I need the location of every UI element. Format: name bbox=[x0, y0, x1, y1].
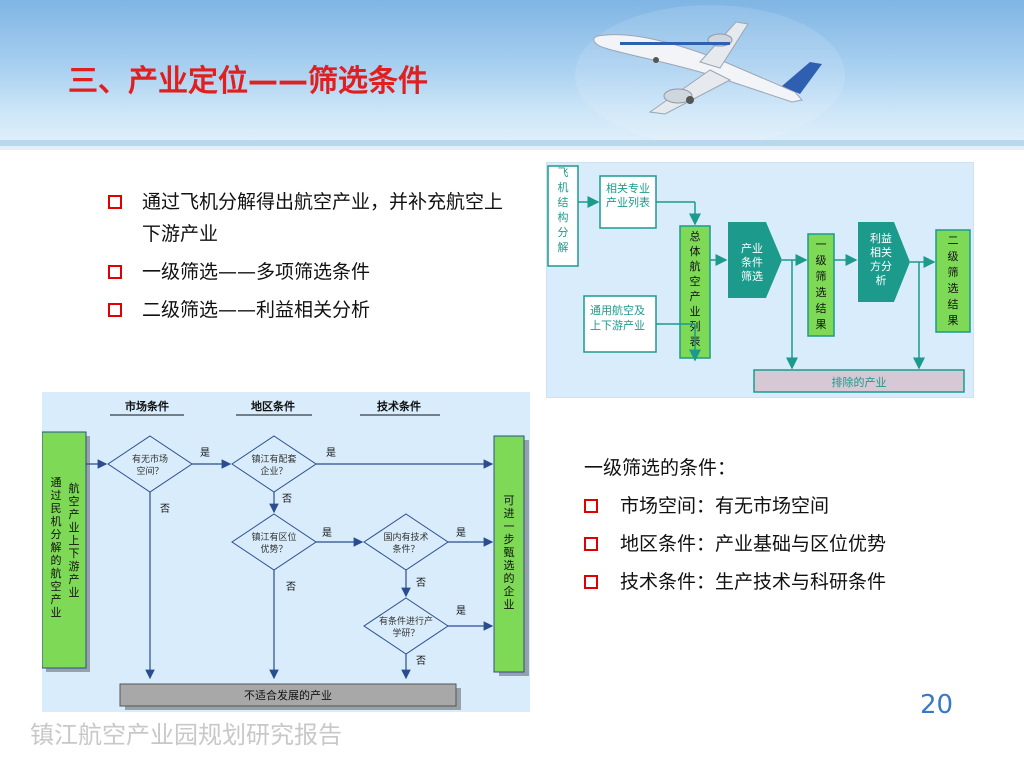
airplane-image bbox=[575, 5, 845, 140]
page-number: 20 bbox=[920, 690, 954, 720]
list-item: 通过飞机分解得出航空产业，并补充航空上下游产业 bbox=[108, 186, 518, 250]
market-condition-header: 市场条件 bbox=[125, 399, 169, 413]
technical-condition-header: 技术条件 bbox=[377, 399, 421, 413]
yes-label: 是 bbox=[456, 605, 466, 617]
aircraft-breakdown-box bbox=[547, 165, 579, 267]
location-advantage-label: 镇江有区位优势？ bbox=[251, 531, 296, 555]
yes-label: 是 bbox=[456, 527, 466, 539]
bullet-box-icon bbox=[584, 575, 598, 589]
condition-filter-label: 产业条件筛选 bbox=[741, 241, 763, 283]
general-aviation-box bbox=[583, 295, 657, 353]
list-item: 技术条件：生产技术与科研条件 bbox=[584, 566, 1004, 598]
unsuitable-industry-box bbox=[119, 683, 457, 707]
level1-result-box bbox=[807, 233, 835, 337]
unsuitable-industry-label: 不适合发展的产业 bbox=[244, 688, 332, 702]
aircraft-breakdown-label: 飞机结构分解 bbox=[558, 166, 569, 254]
bullet-box-icon bbox=[584, 537, 598, 551]
bullet-box-icon bbox=[108, 265, 122, 279]
screening-conditions: 一级筛选的条件： 市场空间：有无市场空间 地区条件：产业基础与区位优势 技术条件… bbox=[584, 452, 1004, 604]
start-industry-box bbox=[42, 431, 87, 669]
yes-label: 是 bbox=[326, 447, 336, 459]
no-label: 否 bbox=[416, 577, 426, 589]
level2-result-label: 二级筛选结果 bbox=[948, 234, 959, 327]
yes-label: 是 bbox=[200, 447, 210, 459]
condition-filter-shape bbox=[728, 222, 782, 298]
header-banner: 三、产业定位——筛选条件 bbox=[0, 0, 1024, 150]
level1-result-label: 一级筛选结果 bbox=[816, 238, 827, 331]
intro-bullet-list: 通过飞机分解得出航空产业，并补充航空上下游产业 一级筛选——多项筛选条件 二级筛… bbox=[108, 186, 518, 332]
stakeholder-analysis-label: 利益相关方分析 bbox=[870, 231, 892, 287]
stakeholder-analysis-shape bbox=[858, 222, 910, 302]
supporting-enterprise-label: 镇江有配套企业？ bbox=[251, 453, 296, 477]
regional-condition-header: 地区条件 bbox=[251, 399, 295, 413]
bullet-box-icon bbox=[108, 303, 122, 317]
page-title: 三、产业定位——筛选条件 bbox=[68, 64, 428, 99]
list-item: 市场空间：有无市场空间 bbox=[584, 490, 1004, 522]
no-label: 否 bbox=[416, 655, 426, 667]
domestic-technology-label: 国内有技术条件？ bbox=[383, 531, 428, 555]
list-item: 一级筛选——多项筛选条件 bbox=[108, 256, 518, 288]
market-space-label: 有无市场空间？ bbox=[132, 453, 168, 477]
screening-process-diagram: 飞机结构分解 相关专业产业列表 通用航空及上下游产业 总体航空产业列表 产业条件… bbox=[546, 162, 974, 398]
level2-result-box bbox=[935, 229, 971, 333]
no-label: 否 bbox=[286, 581, 296, 593]
related-list-box bbox=[599, 175, 657, 229]
no-label: 否 bbox=[282, 493, 292, 505]
research-cooperation-label: 有条件进行产学研？ bbox=[379, 615, 433, 639]
end-enterprise-label: 可进一步甄选的企业 bbox=[504, 494, 515, 611]
yes-label: 是 bbox=[322, 527, 332, 539]
related-list-label: 相关专业产业列表 bbox=[606, 181, 650, 209]
start-industry-label: 通过民机分解的航空产业 bbox=[51, 476, 62, 619]
screening-flowchart: 市场条件 地区条件 技术条件 通过民机分解的航空产业 航空产业上下游产业 可进一… bbox=[42, 392, 530, 712]
bullet-box-icon bbox=[108, 195, 122, 209]
end-enterprise-box bbox=[493, 435, 525, 673]
footer-watermark: 镇江航空产业园规划研究报告 bbox=[30, 721, 342, 749]
list-item: 地区条件：产业基础与区位优势 bbox=[584, 528, 1004, 560]
conditions-heading: 一级筛选的条件： bbox=[584, 457, 737, 479]
excluded-industry-label: 排除的产业 bbox=[832, 375, 887, 389]
list-item: 二级筛选——利益相关分析 bbox=[108, 294, 518, 326]
general-aviation-label: 通用航空及上下游产业 bbox=[590, 303, 645, 332]
bullet-box-icon bbox=[584, 499, 598, 513]
no-label: 否 bbox=[160, 503, 170, 515]
start-industry-sublabel: 航空产业上下游产业 bbox=[69, 481, 80, 599]
excluded-industry-box bbox=[753, 369, 965, 393]
header-divider bbox=[0, 140, 1024, 146]
